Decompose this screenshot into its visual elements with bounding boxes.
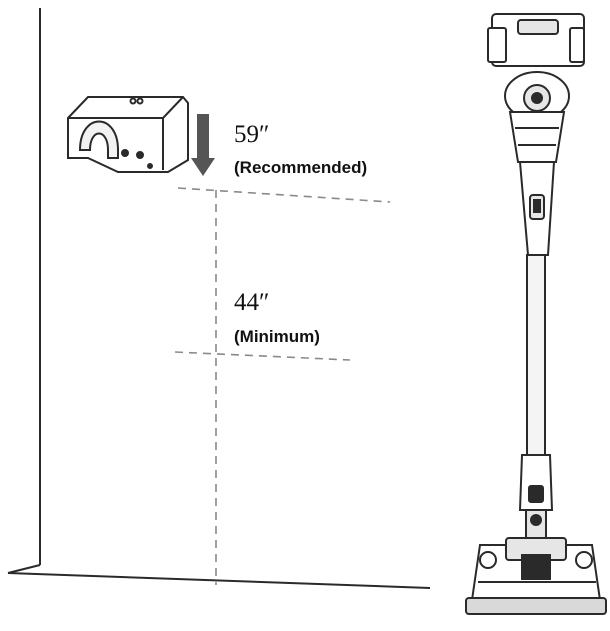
wall-mount-bracket [67, 96, 189, 173]
recommended-height: 59″ [234, 121, 270, 148]
recommended-note: (Recommended) [234, 158, 368, 177]
floor [7, 564, 431, 589]
stick-vacuum [465, 13, 607, 615]
minimum-note: (Minimum) [234, 327, 320, 346]
minimum-height: 44″ [234, 289, 270, 316]
height-guides [174, 187, 391, 585]
down-arrow-icon [191, 114, 215, 176]
